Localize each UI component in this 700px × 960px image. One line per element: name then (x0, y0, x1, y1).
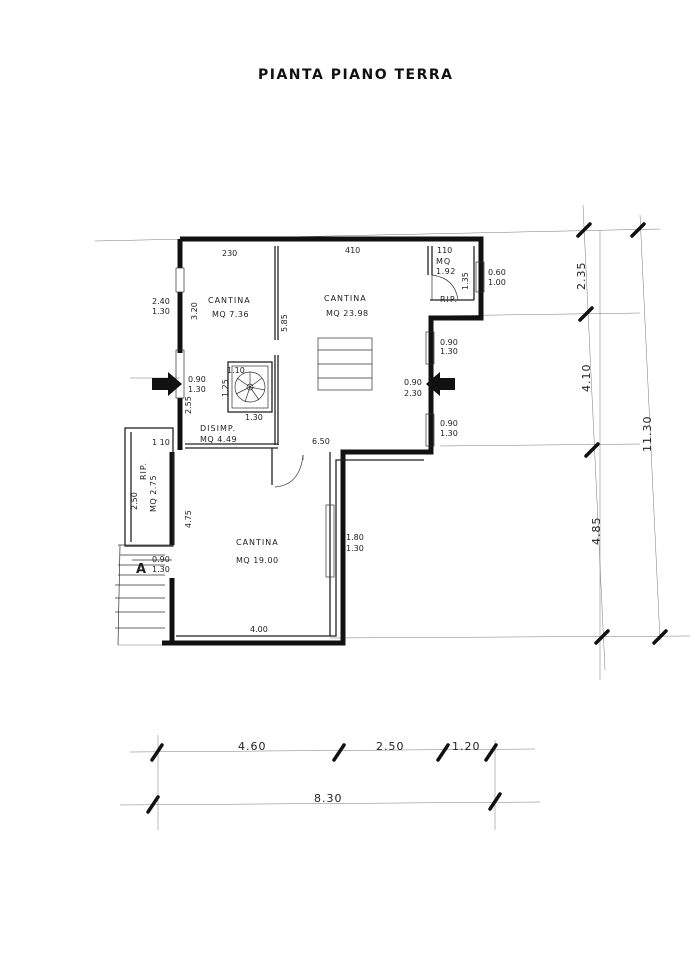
room-area: MQ 7.36 (212, 310, 249, 319)
svg-text:11.30: 11.30 (641, 416, 654, 453)
room-labels: CANTINA MQ 7.36 CANTINA MQ 23.98 MQ 1.92… (139, 257, 458, 565)
svg-text:1.30: 1.30 (440, 347, 458, 356)
spiral-staircase (227, 361, 273, 413)
entry-arrow-left-icon (152, 372, 182, 396)
svg-text:0.90: 0.90 (404, 378, 422, 387)
bottom-dimension-chain: 4.60 2.50 1.20 8.30 (119, 740, 541, 814)
svg-text:0.90: 0.90 (440, 338, 458, 347)
room-name: DISIMP. (200, 424, 236, 433)
central-feature (317, 337, 373, 391)
room-name: CANTINA (208, 296, 251, 305)
svg-text:4.10: 4.10 (580, 364, 593, 393)
door-swings (274, 274, 459, 488)
svg-text:2.30: 2.30 (404, 389, 422, 398)
svg-text:1.80: 1.80 (346, 533, 364, 542)
plan-title: PIANTA PIANO TERRA (258, 67, 454, 83)
svg-text:1.30: 1.30 (440, 429, 458, 438)
room-name: RIP. (139, 462, 148, 480)
svg-text:4.60: 4.60 (238, 740, 267, 753)
svg-text:410: 410 (345, 246, 360, 255)
svg-text:4.00: 4.00 (250, 625, 268, 634)
svg-text:1.30: 1.30 (346, 544, 364, 553)
svg-text:2.55: 2.55 (184, 396, 193, 414)
svg-text:6.50: 6.50 (312, 437, 330, 446)
room-name: RIP. (440, 295, 458, 304)
svg-text:0.90: 0.90 (440, 419, 458, 428)
entry-arrow-right-icon (426, 372, 455, 396)
svg-text:3.20: 3.20 (190, 302, 199, 320)
construction-lines (94, 204, 691, 830)
interior-walls (185, 246, 475, 636)
svg-text:4.85: 4.85 (590, 517, 603, 546)
windows (175, 261, 485, 578)
svg-text:2.35: 2.35 (575, 262, 588, 291)
svg-text:1.30: 1.30 (152, 307, 170, 316)
svg-text:0.60: 0.60 (488, 268, 506, 277)
svg-text:4.75: 4.75 (184, 510, 193, 528)
svg-text:1.25: 1.25 (221, 379, 230, 397)
svg-text:2.50: 2.50 (376, 740, 405, 753)
interior-dimensions: 230 410 110 1.35 0.60 1.00 2.40 1.30 3.2… (130, 246, 506, 634)
svg-text:5.85: 5.85 (280, 314, 289, 332)
svg-text:A: A (136, 562, 146, 577)
svg-text:1.00: 1.00 (488, 278, 506, 287)
svg-text:8.30: 8.30 (314, 792, 343, 805)
right-dimension-chain: 2.35 4.10 4.85 11.30 (575, 222, 668, 645)
room-area: 1.92 (436, 267, 456, 276)
svg-text:1.35: 1.35 (461, 272, 470, 290)
room-name: CANTINA (324, 294, 367, 303)
svg-text:1.30: 1.30 (245, 413, 263, 422)
svg-text:0.90: 0.90 (188, 375, 206, 384)
room-area: MQ 4.49 (200, 435, 237, 444)
svg-text:1 10: 1 10 (152, 438, 170, 447)
side-rip-room (115, 427, 174, 646)
svg-text:1.20: 1.20 (452, 740, 481, 753)
room-name: CANTINA (236, 538, 279, 547)
svg-text:0.90: 0.90 (152, 555, 170, 564)
svg-text:1.30: 1.30 (152, 565, 170, 574)
svg-text:1.10: 1.10 (227, 366, 245, 375)
room-area: MQ 23.98 (326, 309, 369, 318)
room-area: MQ 2.75 (149, 475, 158, 512)
svg-text:2.50: 2.50 (130, 492, 139, 510)
svg-text:2.40: 2.40 (152, 297, 170, 306)
svg-text:110: 110 (437, 246, 452, 255)
room-area: MQ 19.00 (236, 556, 279, 565)
room-name: MQ (436, 257, 451, 266)
svg-text:230: 230 (222, 249, 237, 258)
svg-text:1.30: 1.30 (188, 385, 206, 394)
section-marker: A (132, 559, 172, 577)
entrance-arrows (152, 372, 455, 396)
